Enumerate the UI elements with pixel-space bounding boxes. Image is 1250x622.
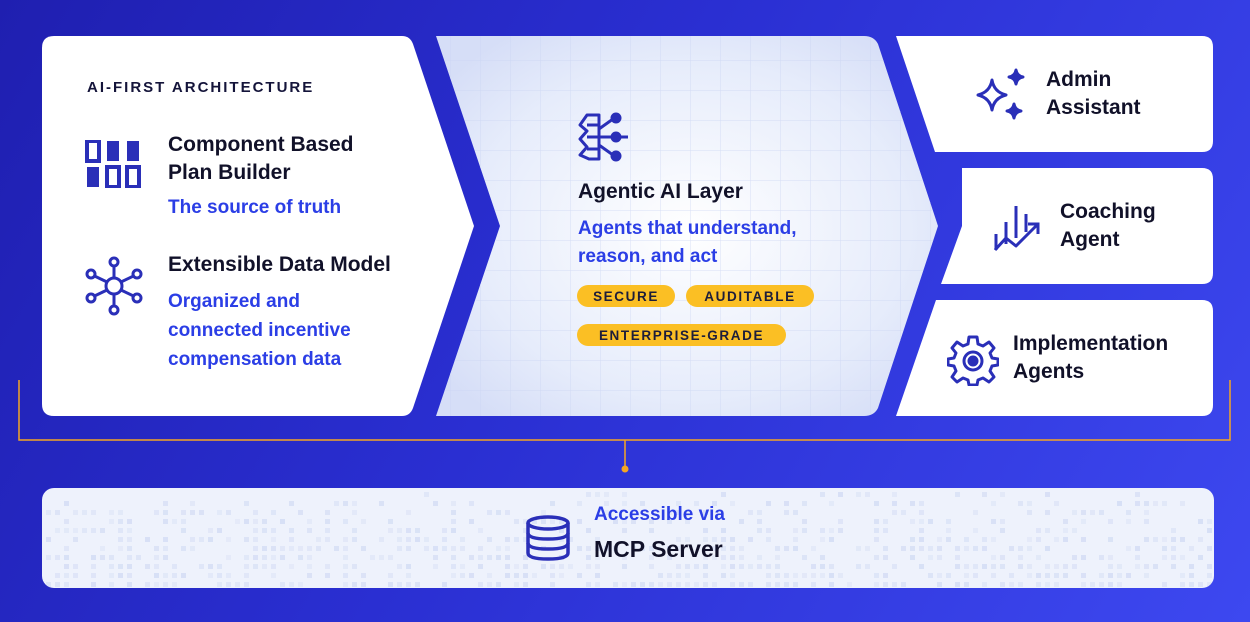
connector-dot bbox=[621, 465, 629, 473]
agent-label-line: Agent bbox=[1060, 228, 1120, 251]
mcp-server-box: Accessible via MCP Server bbox=[42, 488, 1214, 588]
badge-enterprise-grade: ENTERPRISE-GRADE bbox=[577, 324, 786, 346]
component-title-line: Plan Builder bbox=[168, 161, 291, 184]
middle-panel-shape bbox=[436, 36, 938, 416]
component-title-line: Component Based bbox=[168, 133, 354, 156]
dot-pattern bbox=[46, 492, 1212, 587]
component-title-1: Component Based Plan Builder bbox=[168, 131, 354, 187]
badge-secure: SECURE bbox=[577, 285, 675, 307]
subtitle-line: compensation data bbox=[168, 349, 342, 370]
agent-label-line: Coaching bbox=[1060, 200, 1156, 223]
agentic-layer-subtitle: Agents that understand, reason, and act bbox=[578, 215, 797, 271]
component-title-2: Extensible Data Model bbox=[168, 253, 391, 276]
agent-label-line: Admin bbox=[1046, 68, 1112, 91]
chart-trend-icon bbox=[992, 200, 1042, 259]
section-kicker: AI-FIRST ARCHITECTURE bbox=[87, 79, 315, 96]
subtitle-line: Agents that understand, bbox=[578, 218, 797, 239]
agent-label-line: Implementation bbox=[1013, 332, 1169, 355]
sparkles-icon bbox=[974, 68, 1028, 127]
gear-icon bbox=[946, 334, 1000, 391]
agent-label-line: Assistant bbox=[1046, 96, 1141, 119]
mcp-label-line1: Accessible via bbox=[594, 504, 725, 525]
subtitle-line: connected incentive bbox=[168, 320, 351, 341]
agent-label-line: Agents bbox=[1013, 360, 1085, 383]
agent-card-shape-3 bbox=[896, 300, 1213, 416]
subtitle-line: reason, and act bbox=[578, 246, 718, 267]
network-hub-icon bbox=[84, 256, 144, 321]
component-subtitle-2: Organized and connected incentive compen… bbox=[168, 287, 351, 374]
subtitle-line: Organized and bbox=[168, 291, 300, 312]
agent-card-implementation: Implementation Agents bbox=[1013, 330, 1168, 386]
database-icon bbox=[524, 514, 572, 567]
left-panel-shape bbox=[42, 36, 474, 416]
agent-card-admin: Admin Assistant bbox=[1046, 66, 1141, 122]
grid-blocks-icon bbox=[85, 139, 141, 193]
agent-card-shape-1 bbox=[896, 36, 1213, 152]
mcp-label-line2: MCP Server bbox=[594, 536, 723, 562]
agentic-layer-title: Agentic AI Layer bbox=[578, 180, 743, 203]
badge-auditable: AUDITABLE bbox=[686, 285, 814, 307]
agent-card-shape-2 bbox=[941, 168, 1213, 284]
agent-card-coaching: Coaching Agent bbox=[1060, 198, 1156, 254]
ai-brain-circuit-icon bbox=[577, 111, 631, 168]
component-subtitle-1: The source of truth bbox=[168, 197, 342, 218]
